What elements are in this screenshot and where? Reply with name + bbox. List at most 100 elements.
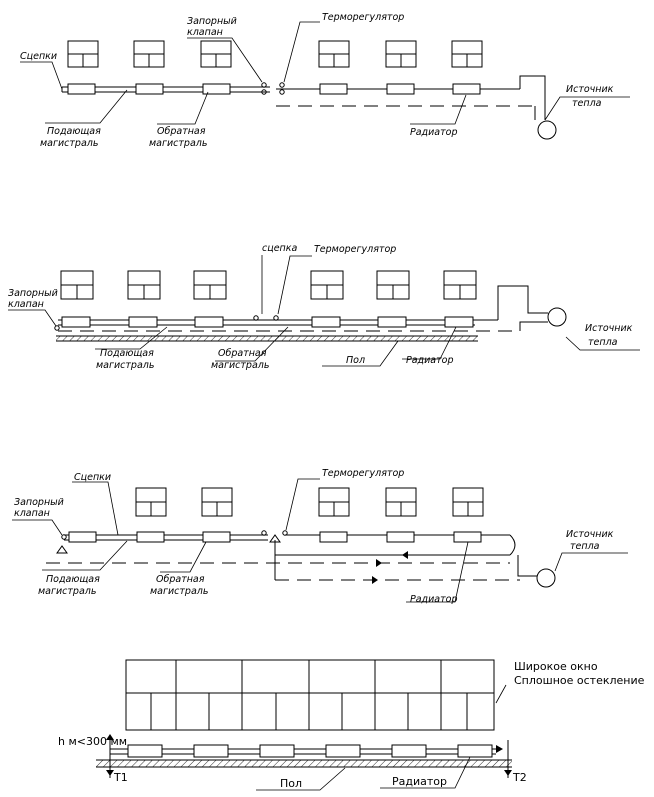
diagram-1: Сцепки Запорный клапан Терморегулятор Ис… [20, 12, 630, 149]
t2-label: T2 [512, 771, 527, 784]
window-2-4 [310, 270, 344, 300]
thermostat-label-3: Терморегулятор [322, 468, 404, 479]
window-1-6 [451, 40, 483, 68]
radiator-4-3 [259, 744, 295, 758]
return-label-1-l2: магистраль [149, 138, 207, 149]
couplings-label-3: Сцепки [74, 472, 111, 483]
window-1-2 [133, 40, 165, 68]
radiator-2-1 [61, 316, 91, 328]
radiator-label-3: Радиатор [410, 594, 458, 605]
radiator-1-1 [67, 83, 96, 95]
return-label-2-l2: магистраль [211, 360, 269, 371]
valve-label-3-l1: Запорный [14, 497, 64, 508]
window-3-3 [318, 487, 350, 517]
radiator-label-4: Радиатор [392, 775, 447, 788]
radiator-3-4 [319, 531, 348, 543]
height-label: h м<300 мм [58, 735, 127, 748]
valve-label-2-l1: Запорный [8, 288, 58, 299]
source-label-1-l2: тепла [572, 98, 602, 109]
radiator-label-2: Радиатор [406, 355, 454, 366]
source-label-2-l1: Источник [585, 323, 633, 334]
supply-label-2-l1: Подающая [100, 348, 154, 359]
radiator-1-6 [452, 83, 481, 95]
valve-2 [54, 325, 60, 331]
window-2-2 [127, 270, 161, 300]
thermostat-1 [279, 82, 285, 88]
radiator-4-6 [457, 744, 493, 758]
valve-label-3-l2: клапан [14, 508, 50, 519]
valve-label-1-l2: клапан [187, 27, 223, 38]
thermostat-label-2: Терморегулятор [314, 244, 396, 255]
floor-label-4: Пол [280, 777, 302, 790]
source-label-3-l2: тепла [570, 541, 600, 552]
radiator-3-2 [136, 531, 165, 543]
supply-label-1-l1: Подающая [47, 126, 101, 137]
radiator-2-3 [194, 316, 224, 328]
return-label-3-l2: магистраль [150, 586, 208, 597]
coupling-2 [253, 315, 259, 321]
radiator-4-4 [325, 744, 361, 758]
window-2-5 [376, 270, 410, 300]
window-2-3 [193, 270, 227, 300]
window-2-6 [443, 270, 477, 300]
floor-hatch-2 [56, 336, 478, 341]
window-3-5 [452, 487, 484, 517]
diagram-3: Сцепки Терморегулятор Запорный клапан Ис… [12, 468, 628, 605]
window-1-4 [318, 40, 350, 68]
t1-label: T1 [113, 771, 128, 784]
radiator-1-4 [319, 83, 348, 95]
supply-label-2-l2: магистраль [96, 360, 154, 371]
window-1-5 [385, 40, 417, 68]
window-1-3 [200, 40, 232, 68]
diagram-2: сцепка Терморегулятор Запорный клапан Ис… [8, 243, 640, 371]
radiator-label-1: Радиатор [410, 127, 458, 138]
radiator-2-5 [377, 316, 407, 328]
source-label-3-l1: Источник [566, 529, 614, 540]
radiator-1-3 [202, 83, 231, 95]
window-3-2 [201, 487, 233, 517]
wide-window [125, 659, 495, 731]
supply-label-1-l2: магистраль [40, 138, 98, 149]
thermostat-label-1: Терморегулятор [322, 12, 404, 23]
window-label-l1: Широкое окно [514, 660, 598, 673]
window-1-1 [67, 40, 99, 68]
valve-label-1-l1: Запорный [187, 16, 237, 27]
supply-label-3-l1: Подающая [46, 574, 100, 585]
floor-hatch-4 [96, 760, 512, 767]
thermostat-2 [273, 315, 279, 321]
radiator-1-2 [135, 83, 164, 95]
window-2-1 [60, 270, 94, 300]
coupling-label-2: сцепка [262, 243, 297, 254]
return-label-2-l1: Обратная [218, 348, 267, 359]
radiator-3-6 [453, 531, 482, 543]
heat-source-3 [536, 568, 556, 588]
window-3-1 [135, 487, 167, 517]
thermostat-3 [282, 530, 288, 536]
heat-source-2 [547, 307, 567, 327]
radiator-3-1 [68, 531, 97, 543]
radiator-3-5 [386, 531, 415, 543]
valve-1a [261, 82, 267, 88]
radiator-2-2 [128, 316, 158, 328]
source-label-1-l1: Источник [566, 84, 614, 95]
radiator-1-5 [386, 83, 415, 95]
heat-source-1 [537, 120, 557, 140]
window-3-4 [385, 487, 417, 517]
radiator-4-1 [127, 744, 163, 758]
floor-label-2: Пол [346, 355, 365, 366]
source-label-2-l2: тепла [588, 337, 618, 348]
couplings-label-1: Сцепки [20, 51, 57, 62]
radiator-2-4 [311, 316, 341, 328]
radiator-4-2 [193, 744, 229, 758]
valve-label-2-l2: клапан [8, 299, 44, 310]
radiator-3-3 [202, 531, 231, 543]
radiator-4-5 [391, 744, 427, 758]
diagram-4: Широкое окно Сплошное остекление h м<300… [58, 659, 645, 791]
window-label-l2: Сплошное остекление [514, 674, 645, 687]
return-label-1-l1: Обратная [157, 126, 206, 137]
return-label-3-l1: Обратная [156, 574, 205, 585]
supply-label-3-l2: магистраль [38, 586, 96, 597]
radiator-2-6 [444, 316, 474, 328]
